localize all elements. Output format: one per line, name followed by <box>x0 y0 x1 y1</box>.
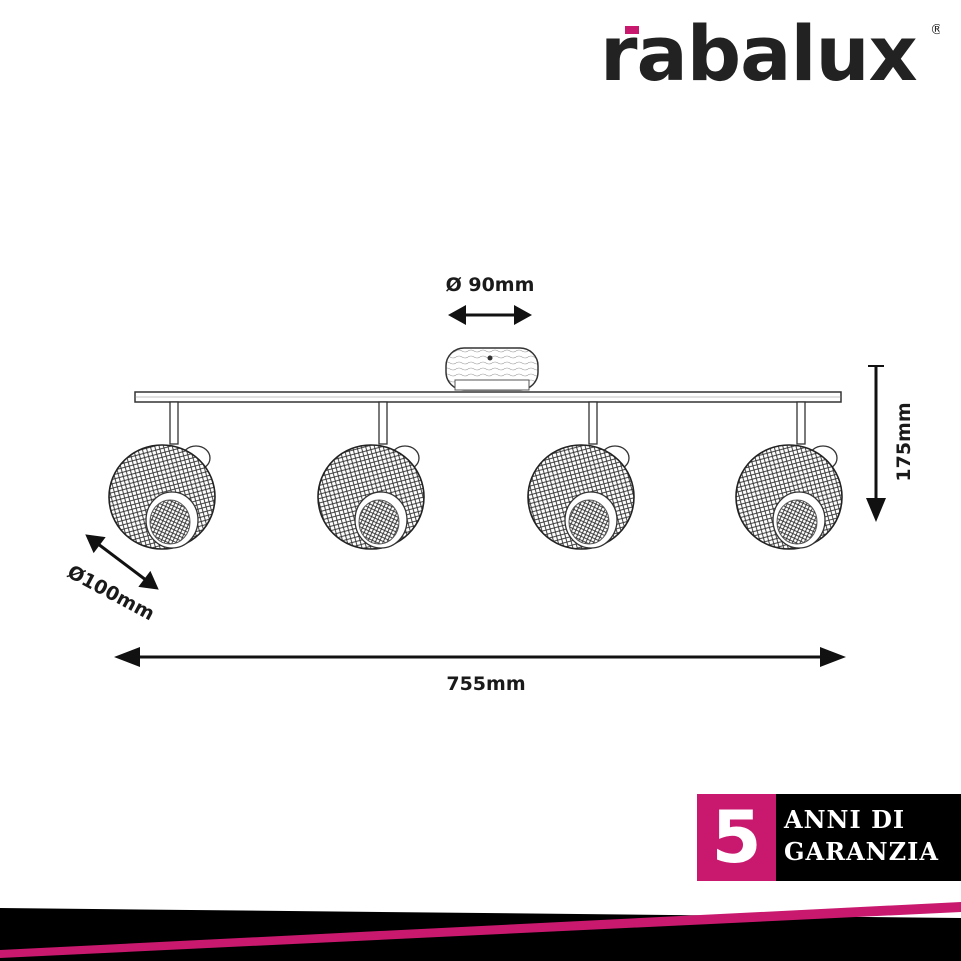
warranty-line-2: GARANZIA <box>784 837 939 866</box>
canopy-dimension: Ø 90mm <box>446 274 535 325</box>
ceiling-canopy <box>445 347 539 391</box>
warranty-years: 5 <box>697 794 776 881</box>
length-label: 755mm <box>446 673 525 695</box>
mounting-bar <box>134 391 842 403</box>
brand-logo: rabalux ® <box>600 12 940 92</box>
spot-2 <box>317 401 425 550</box>
footer-decorative-band <box>0 890 961 961</box>
spot-1 <box>108 401 216 550</box>
spot-3 <box>527 401 635 550</box>
canopy-dimension-arrow <box>448 305 532 325</box>
length-dimension: 755mm <box>114 647 846 695</box>
brand-accent-mark <box>625 26 639 34</box>
brand-name: rabalux <box>600 12 917 92</box>
brand-registered-mark: ® <box>930 22 940 38</box>
height-label: 175mm <box>893 402 915 481</box>
warranty-line-1: ANNI DI <box>784 805 906 834</box>
canopy-diameter-label: Ø 90mm <box>446 274 535 296</box>
warranty-badge: 5 ANNI DI GARANZIA <box>697 794 961 881</box>
footer-magenta-stripe <box>0 902 961 958</box>
height-dimension: 175mm <box>866 365 915 522</box>
warranty-text: ANNI DI GARANZIA <box>776 794 961 881</box>
spot-4 <box>735 401 843 550</box>
